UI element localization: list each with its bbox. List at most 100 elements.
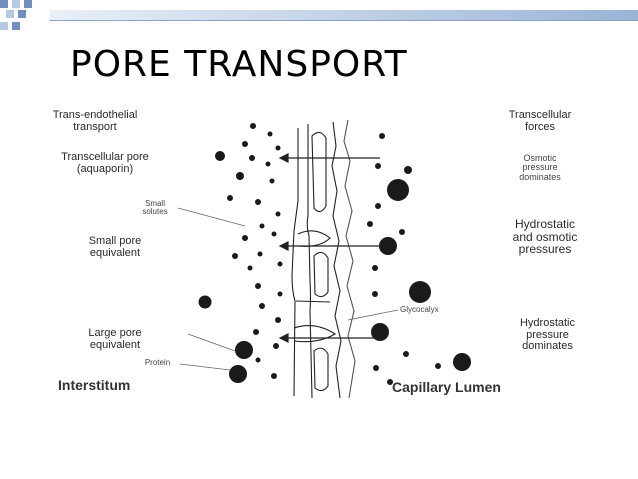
- corner-decoration: [0, 0, 60, 40]
- small-solute: [379, 133, 385, 139]
- protein: [453, 353, 471, 371]
- diagram-drawing: [177, 119, 471, 399]
- pointer-small-solutes: [177, 207, 246, 227]
- right-header-line1: Transcellular: [508, 109, 572, 121]
- arrowhead: [278, 241, 289, 251]
- pointer-lines: [177, 207, 399, 371]
- protein: [409, 281, 431, 303]
- wall-left-edge: [291, 128, 299, 397]
- deco-square: [6, 10, 14, 18]
- label-small-pore: Small pore equivalent: [60, 235, 170, 259]
- label-hydrostatic-osmotic: Hydrostatic and osmotic pressures: [485, 218, 605, 256]
- arrowhead: [278, 333, 289, 343]
- small-solute: [250, 123, 256, 129]
- label-line: pressures: [518, 242, 572, 257]
- label-line: Hydrostatic: [514, 217, 576, 231]
- label-protein: Protein: [144, 358, 171, 367]
- pointer-large-pore: [187, 333, 236, 352]
- deco-square: [12, 0, 20, 8]
- small-solute: [271, 373, 277, 379]
- arrowhead: [278, 153, 289, 163]
- right-header-line2: forces: [525, 120, 555, 133]
- cell-outline: [313, 251, 329, 298]
- small-solute: [269, 178, 275, 184]
- label-line: Small pore: [88, 235, 142, 247]
- small-solute: [242, 141, 248, 147]
- label-line: (aquaporin): [76, 162, 134, 175]
- protein: [198, 295, 212, 309]
- small-solute: [372, 265, 378, 271]
- small-solute: [253, 329, 259, 335]
- deco-square: [18, 10, 26, 18]
- deco-square: [0, 0, 8, 8]
- label-line: equivalent: [89, 338, 141, 351]
- label-line: solutes: [142, 207, 168, 217]
- protein: [229, 365, 247, 383]
- protein: [235, 341, 253, 359]
- slide-title: PORE TRANSPORT: [70, 44, 408, 85]
- wall-right-edge: [331, 121, 342, 399]
- label-line: Transcellular pore: [61, 151, 149, 163]
- small-solute: [247, 265, 253, 271]
- label-line: Hydrostatic: [519, 317, 576, 329]
- small-solute: [277, 291, 283, 297]
- small-solute: [373, 365, 379, 371]
- label-line: and osmotic: [512, 229, 578, 244]
- pointer-protein: [179, 363, 231, 371]
- left-header-line1: Trans-endothelial: [52, 109, 138, 121]
- label-transcellular-pore: Transcellular pore (aquaporin): [30, 151, 180, 175]
- endothelial-wall: [291, 119, 356, 399]
- glycocalyx-edge: [343, 119, 356, 399]
- small-solute: [255, 357, 261, 363]
- label-interstitum: Interstitum: [58, 377, 131, 393]
- label-line: Small: [144, 199, 165, 208]
- cell-outline: [313, 347, 329, 392]
- protein: [371, 323, 389, 341]
- small-solute: [259, 223, 265, 229]
- deco-square: [0, 22, 8, 30]
- cell-boundary: [295, 300, 331, 303]
- label-line: equivalent: [89, 246, 141, 259]
- small-solute: [275, 145, 281, 151]
- small-solute: [255, 283, 261, 289]
- small-solute: [372, 291, 378, 297]
- small-solute: [271, 231, 277, 237]
- small-solute: [227, 195, 233, 201]
- label-large-pore: Large pore equivalent: [60, 327, 170, 351]
- protein: [387, 179, 409, 201]
- small-solute: [215, 151, 225, 161]
- accent-line: [50, 20, 638, 21]
- pointer-glycocalyx: [347, 309, 399, 321]
- junction-small-pore: [297, 230, 331, 247]
- left-header-line2: transport: [73, 120, 117, 133]
- small-solute: [236, 172, 244, 180]
- small-solute: [387, 379, 393, 385]
- label-small-solutes: Small solutes: [130, 199, 180, 217]
- small-solute: [265, 161, 271, 167]
- label-hydrostatic-dominates: Hydrostatic pressure dominates: [490, 317, 605, 353]
- small-solute: [259, 303, 265, 309]
- small-solute: [435, 363, 441, 369]
- accent-gradient: [50, 10, 638, 20]
- cell-outline: [311, 131, 327, 213]
- small-solute: [275, 317, 281, 323]
- small-solute: [399, 229, 405, 235]
- small-solute: [404, 166, 412, 174]
- label-line: Large pore: [88, 327, 142, 339]
- protein: [379, 237, 397, 255]
- small-solute: [232, 253, 238, 259]
- label-line: pressure: [522, 162, 558, 173]
- deco-square: [12, 22, 20, 30]
- label-line: dominates: [522, 340, 573, 353]
- left-header: Trans-endothelial transport: [30, 109, 160, 133]
- label-glycocalyx: Glycocalyx: [400, 305, 439, 314]
- small-solute: [249, 155, 255, 161]
- right-header: Transcellular forces: [480, 109, 600, 133]
- small-solute: [273, 343, 279, 349]
- particles: [198, 123, 471, 385]
- label-capillary-lumen: Capillary Lumen: [392, 379, 501, 395]
- small-solute: [277, 261, 283, 267]
- label-osmotic-dominates: Osmotic pressure dominates: [500, 153, 580, 182]
- deco-square: [24, 0, 32, 8]
- small-solute: [403, 351, 409, 357]
